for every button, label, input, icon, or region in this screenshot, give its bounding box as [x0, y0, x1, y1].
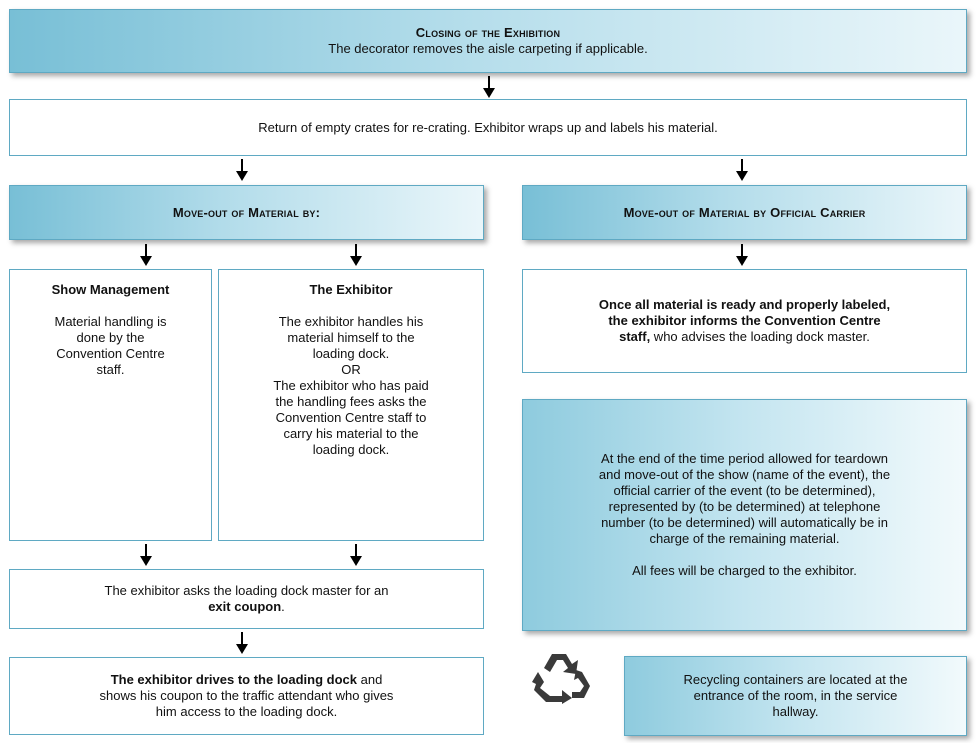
- return-crates-text: Return of empty crates for re-crating. E…: [258, 119, 718, 135]
- closing-title: Closing of the Exhibition: [415, 25, 561, 40]
- moveout-by-title: Move-out of Material by:: [172, 204, 321, 220]
- drive-dock-line1: The exhibitor drives to the loading dock…: [111, 672, 383, 688]
- the-exhibitor-line: material himself to the: [287, 330, 415, 345]
- recycle-icon: [532, 654, 590, 704]
- moveout-by-box: Move-out of Material by:: [9, 185, 484, 240]
- show-management-line: Material handling is: [54, 314, 167, 329]
- arrow-down-icon: [736, 159, 748, 181]
- arrow-down-icon: [236, 632, 248, 654]
- show-management-line: done by the: [76, 330, 145, 345]
- drive-dock-rest: and: [357, 672, 383, 687]
- the-exhibitor-line: carry his material to the: [283, 426, 419, 441]
- show-management-line: staff.: [96, 362, 125, 377]
- recycling-line: Recycling containers are located at the: [683, 672, 908, 687]
- ready-labeled-line: Once all material is ready and properly …: [598, 297, 891, 312]
- end-period-fees: All fees will be charged to the exhibito…: [632, 563, 857, 578]
- ready-labeled-last-line: staff, who advises the loading dock mast…: [619, 329, 870, 345]
- end-period-line: represented by (to be determined) at tel…: [608, 499, 881, 514]
- arrow-down-icon: [350, 544, 362, 566]
- arrow-down-icon: [140, 544, 152, 566]
- the-exhibitor-title: The Exhibitor: [309, 282, 393, 297]
- end-period-line: and move-out of the show (name of the ev…: [598, 467, 891, 482]
- the-exhibitor-line: The exhibitor handles his: [278, 314, 424, 329]
- ready-labeled-staff: staff,: [619, 329, 651, 344]
- exit-coupon-box: The exhibitor asks the loading dock mast…: [9, 569, 484, 629]
- the-exhibitor-line: loading dock.: [312, 442, 390, 457]
- arrow-down-icon: [140, 244, 152, 266]
- arrow-down-icon: [236, 159, 248, 181]
- closing-text: The decorator removes the aisle carpetin…: [328, 41, 648, 56]
- drive-dock-line2: shows his coupon to the traffic attendan…: [99, 688, 394, 703]
- recycling-line: entrance of the room, in the service: [693, 688, 898, 703]
- recycling-box: Recycling containers are located at the …: [624, 656, 967, 736]
- drive-dock-bold: The exhibitor drives to the loading dock: [110, 672, 357, 687]
- return-crates-box: Return of empty crates for re-crating. E…: [9, 99, 967, 156]
- closing-exhibition-box: Closing of the Exhibition The decorator …: [9, 9, 967, 73]
- end-period-box: At the end of the time period allowed fo…: [522, 399, 967, 631]
- drive-dock-box: The exhibitor drives to the loading dock…: [9, 657, 484, 735]
- the-exhibitor-line: OR: [341, 362, 361, 377]
- end-period-line: At the end of the time period allowed fo…: [601, 451, 888, 466]
- moveout-official-box: Move-out of Material by Official Carrier: [522, 185, 967, 240]
- ready-labeled-line: the exhibitor informs the Convention Cen…: [608, 313, 881, 328]
- moveout-official-title: Move-out of Material by Official Carrier: [623, 204, 866, 220]
- the-exhibitor-line: loading dock.: [312, 346, 390, 361]
- show-management-title: Show Management: [51, 282, 170, 297]
- arrow-down-icon: [736, 244, 748, 266]
- arrow-down-icon: [483, 76, 495, 98]
- ready-labeled-rest: who advises the loading dock master.: [650, 329, 870, 344]
- end-period-line: charge of the remaining material.: [649, 531, 840, 546]
- exit-coupon-tail: .: [281, 599, 285, 614]
- end-period-line: number (to be determined) will automatic…: [601, 515, 888, 530]
- end-period-line: official carrier of the event (to be det…: [613, 483, 876, 498]
- ready-labeled-box: Once all material is ready and properly …: [522, 269, 967, 373]
- exit-coupon-line2: exit coupon.: [208, 599, 285, 615]
- arrow-down-icon: [350, 244, 362, 266]
- drive-dock-line3: him access to the loading dock.: [155, 704, 338, 719]
- exit-coupon-bold: exit coupon: [208, 599, 282, 614]
- the-exhibitor-box: The Exhibitor The exhibitor handles his …: [218, 269, 484, 541]
- exit-coupon-line1: The exhibitor asks the loading dock mast…: [104, 583, 389, 598]
- recycling-line: hallway.: [772, 704, 819, 719]
- the-exhibitor-line: Convention Centre staff to: [275, 410, 427, 425]
- show-management-box: Show Management Material handling is don…: [9, 269, 212, 541]
- the-exhibitor-line: The exhibitor who has paid: [273, 378, 429, 393]
- the-exhibitor-line: the handling fees asks the: [275, 394, 427, 409]
- show-management-line: Convention Centre: [56, 346, 165, 361]
